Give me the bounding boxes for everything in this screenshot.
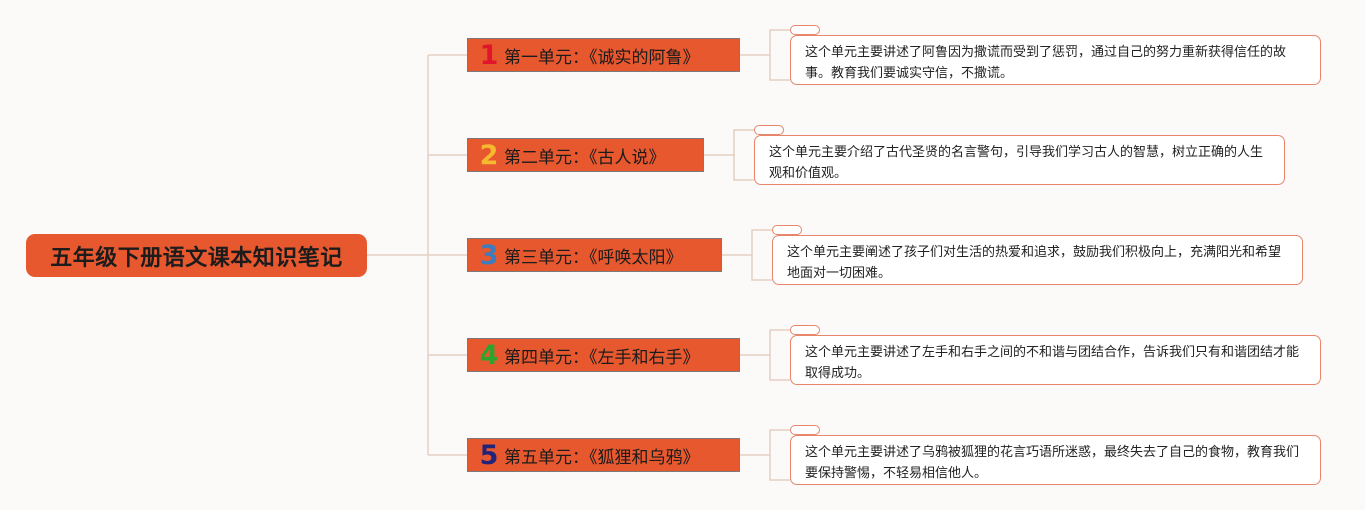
unit-label-1: 第一单元：《诚实的阿鲁》 bbox=[504, 47, 700, 68]
unit-label-4: 第四单元：《左手和右手》 bbox=[504, 347, 700, 368]
note-connector-5 bbox=[740, 429, 790, 456]
note-text-4: 这个单元主要讲述了左手和右手之间的不和谐与团结合作，告诉我们只有和谐团结才能取得… bbox=[805, 345, 1300, 381]
note-tab-4 bbox=[790, 325, 820, 335]
unit-label-5: 第五单元：《狐狸和乌鸦》 bbox=[504, 447, 700, 468]
unit-node-1[interactable]: 1 第一单元：《诚实的阿鲁》 bbox=[467, 38, 740, 72]
note-text-1: 这个单元主要讲述了阿鲁因为撒谎而受到了惩罚，通过自己的努力重新获得信任的故事。教… bbox=[805, 45, 1287, 81]
root-title: 五年级下册语文课本知识笔记 bbox=[50, 245, 343, 271]
root-topic[interactable]: 五年级下册语文课本知识笔记 bbox=[26, 234, 367, 277]
note-box-5[interactable]: 这个单元主要讲述了乌鸦被狐狸的花言巧语所迷惑，最终失去了自己的食物，教育我们要保… bbox=[790, 435, 1321, 485]
note-connector-3 bbox=[722, 229, 772, 256]
note-text-3: 这个单元主要阐述了孩子们对生活的热爱和追求，鼓励我们积极向上，充满阳光和希望地面… bbox=[787, 245, 1282, 281]
note-tab-1 bbox=[790, 25, 820, 35]
note-box-3[interactable]: 这个单元主要阐述了孩子们对生活的热爱和追求，鼓励我们积极向上，充满阳光和希望地面… bbox=[772, 235, 1303, 285]
note-box-4[interactable]: 这个单元主要讲述了左手和右手之间的不和谐与团结合作，告诉我们只有和谐团结才能取得… bbox=[790, 335, 1321, 385]
note-box-1[interactable]: 这个单元主要讲述了阿鲁因为撒谎而受到了惩罚，通过自己的努力重新获得信任的故事。教… bbox=[790, 35, 1321, 85]
note-text-2: 这个单元主要介绍了古代圣贤的名言警句，引导我们学习古人的智慧，树立正确的人生观和… bbox=[769, 145, 1264, 181]
note-text-5: 这个单元主要讲述了乌鸦被狐狸的花言巧语所迷惑，最终失去了自己的食物，教育我们要保… bbox=[805, 445, 1300, 481]
unit-node-5[interactable]: 5 第五单元：《狐狸和乌鸦》 bbox=[467, 438, 740, 472]
note-connector-2 bbox=[704, 129, 754, 156]
note-tab-2 bbox=[754, 125, 784, 135]
note-tab-3 bbox=[772, 225, 802, 235]
number-2-icon: 2 bbox=[479, 139, 499, 171]
unit-label-3: 第三单元：《呼唤太阳》 bbox=[504, 247, 683, 268]
unit-node-2[interactable]: 2 第二单元：《古人说》 bbox=[467, 138, 704, 172]
note-connector-4 bbox=[740, 329, 790, 356]
number-3-icon: 3 bbox=[479, 239, 499, 271]
number-4-icon: 4 bbox=[479, 339, 499, 371]
note-tab-5 bbox=[790, 425, 820, 435]
unit-node-4[interactable]: 4 第四单元：《左手和右手》 bbox=[467, 338, 740, 372]
number-5-icon: 5 bbox=[479, 439, 499, 471]
unit-label-2: 第二单元：《古人说》 bbox=[504, 147, 666, 168]
unit-node-3[interactable]: 3 第三单元：《呼唤太阳》 bbox=[467, 238, 722, 272]
note-box-2[interactable]: 这个单元主要介绍了古代圣贤的名言警句，引导我们学习古人的智慧，树立正确的人生观和… bbox=[754, 135, 1285, 185]
number-1-icon: 1 bbox=[479, 39, 499, 71]
note-connector-1 bbox=[740, 29, 790, 56]
